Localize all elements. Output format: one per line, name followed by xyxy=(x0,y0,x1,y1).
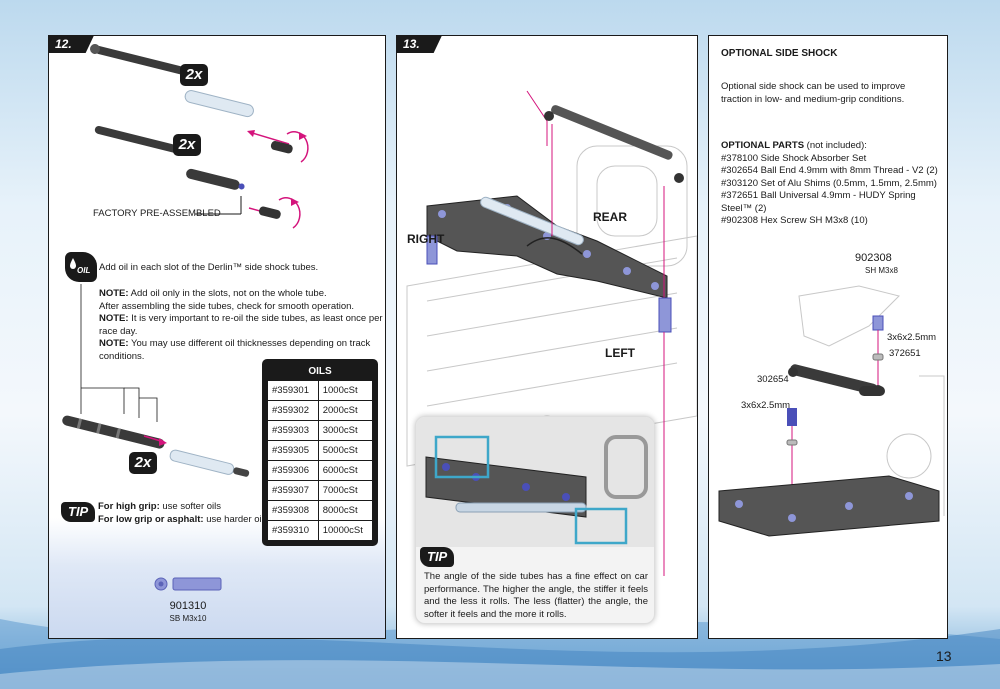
tip-text: For high grip: use softer oils For low g… xyxy=(98,501,269,525)
label-right: RIGHT xyxy=(407,232,445,246)
quantity-badge: 2x xyxy=(173,134,201,156)
tip-inset: TIP The angle of the side tubes has a fi… xyxy=(415,416,655,624)
list-item: #302654 Ball End 4.9mm with 8mm Thread -… xyxy=(721,165,938,176)
side-shock-diagram xyxy=(718,285,945,537)
note-line: NOTE: It is very important to re-oil the… xyxy=(99,313,383,337)
optional-title: OPTIONAL SIDE SHOCK xyxy=(721,48,838,59)
quantity-badge: 2x xyxy=(129,452,157,474)
step-badge: 13. xyxy=(397,36,442,53)
label-left: LEFT xyxy=(605,346,635,360)
step-12-panel: 12. xyxy=(48,35,386,639)
list-item: #378100 Side Shock Absorber Set xyxy=(721,152,867,164)
part-number: 901310 xyxy=(169,600,207,612)
note-line: After assembling the side tubes, check f… xyxy=(99,300,355,312)
callout-ballend-number: 302654 xyxy=(757,374,789,385)
optional-panel: OPTIONAL SIDE SHOCK Optional side shock … xyxy=(708,35,948,639)
note-line: NOTE: You may use different oil thicknes… xyxy=(99,338,371,362)
tip-diagram xyxy=(416,417,654,547)
callout-shim-lower: 3x6x2.5mm xyxy=(741,400,791,411)
quantity-badge: 2x xyxy=(180,64,208,86)
screw-part-icon xyxy=(154,577,222,591)
callout-screw-desc: SH M3x8 xyxy=(865,266,898,275)
step-13-panel: 13. xyxy=(396,35,698,639)
factory-assembled-label: FACTORY PRE-ASSEMBLED xyxy=(93,208,221,219)
oils-header: OILS xyxy=(267,364,373,380)
optional-parts-list: OPTIONAL PARTS (not included): #378100 S… xyxy=(721,140,947,228)
chassis-diagram xyxy=(406,90,697,576)
optional-intro: Optional side shock can be used to impro… xyxy=(721,81,906,105)
tip-badge: TIP xyxy=(420,547,455,567)
tip-badge: TIP xyxy=(61,502,96,522)
label-rear: REAR xyxy=(593,210,628,224)
list-item: #902308 Hex Screw SH M3x8 (10) xyxy=(721,215,868,226)
step-badge: 12. xyxy=(49,36,94,53)
page-number: 13 xyxy=(936,648,952,664)
note-line: NOTE: Add oil only in the slots, not on … xyxy=(99,288,327,299)
callout-shim-upper: 3x6x2.5mm xyxy=(887,332,937,343)
callout-ball-number: 372651 xyxy=(889,348,921,359)
tip-text: The angle of the side tubes has a fine e… xyxy=(424,571,648,620)
oil-icon: OIL xyxy=(65,252,97,282)
oil-instruction: Add oil in each slot of the Derlin™ side… xyxy=(99,262,319,273)
notes-block: NOTE: Add oil only in the slots, not on … xyxy=(99,288,385,363)
list-item: #303120 Set of Alu Shims (0.5mm, 1.5mm, … xyxy=(721,177,937,189)
part-desc: SB M3x10 xyxy=(169,614,207,623)
list-item: #372651 Ball Universal 4.9mm - HUDY Spri… xyxy=(721,190,916,214)
side-tube-diagram xyxy=(62,43,309,477)
callout-screw-number: 902308 xyxy=(855,252,892,264)
